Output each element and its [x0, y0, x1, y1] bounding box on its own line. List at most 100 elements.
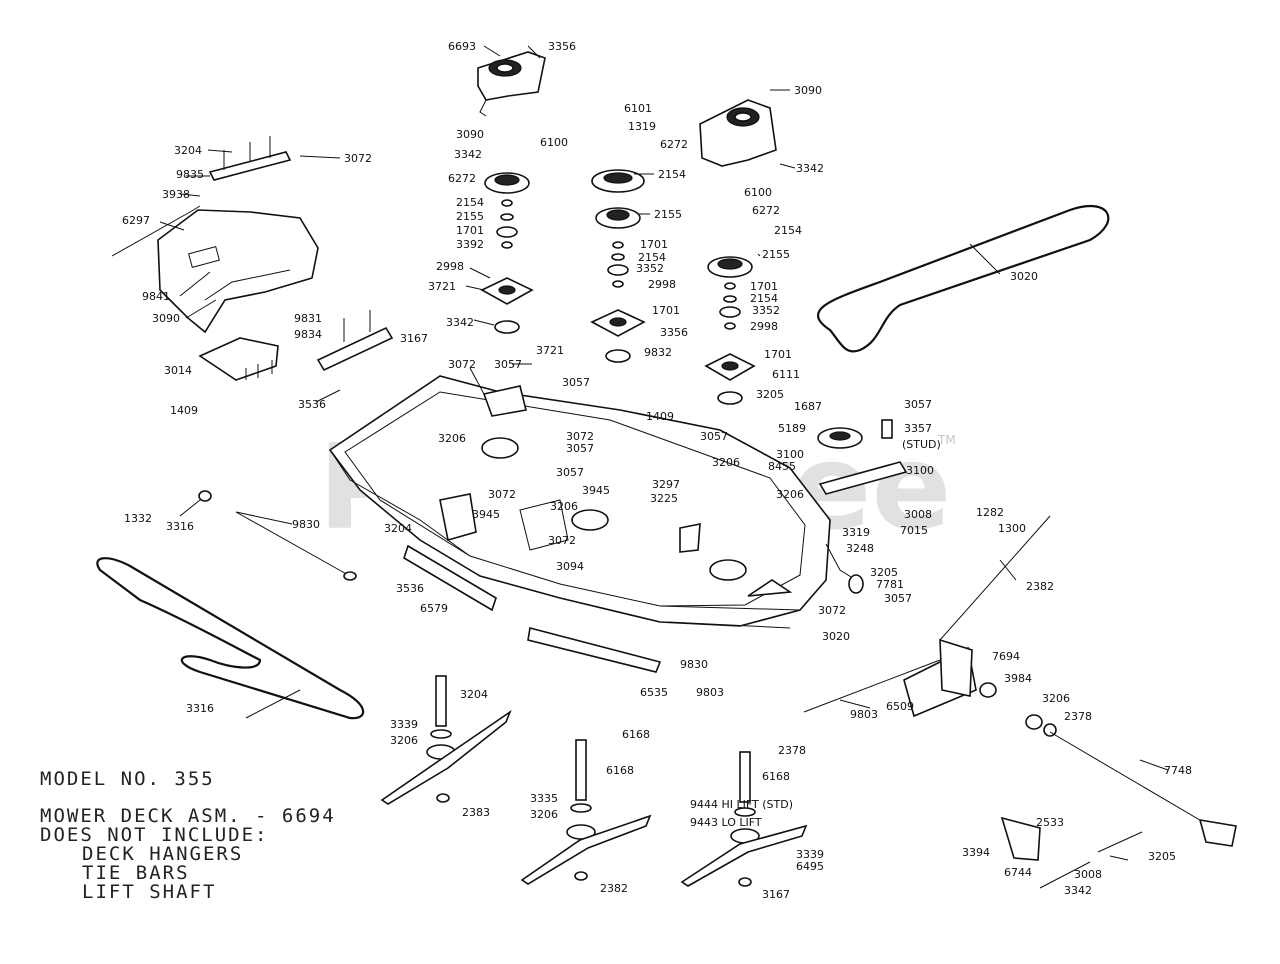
hanger-9830-right: [527, 627, 662, 673]
callout-label: 6509: [886, 700, 914, 713]
callout-label: 3536: [396, 582, 424, 595]
callout-label: 2382: [600, 882, 628, 895]
callout-label: 1701: [456, 224, 484, 237]
deflector-bracket-9835: [208, 136, 292, 181]
hanger-9830-left: [403, 544, 497, 612]
callout-label: 6168: [606, 764, 634, 777]
callout-label: 7781: [876, 578, 904, 591]
callout-label: 3167: [400, 332, 428, 345]
callout-label: 3072: [818, 604, 846, 617]
callout-label: 1319: [628, 120, 656, 133]
callout-label: 6100: [744, 186, 772, 199]
callout-label: 1701: [750, 280, 778, 293]
callout-label: 3057: [700, 430, 728, 443]
callout-label: 3090: [456, 128, 484, 141]
callout-label: 6579: [420, 602, 448, 615]
callout-label: 9841: [142, 290, 170, 303]
callout-label: 3057: [556, 466, 584, 479]
callout-label: 2998: [750, 320, 778, 333]
callout-label: 3352: [636, 262, 664, 275]
callout-label: 9443 LO LIFT: [690, 816, 762, 829]
callout-label: 3205: [756, 388, 784, 401]
callout-labels: 6693 3356 3090 3342 6100 3204 3072 9835 …: [122, 40, 1192, 901]
callout-label: 1300: [998, 522, 1026, 535]
callout-label: 3205: [1148, 850, 1176, 863]
callout-label: 2378: [778, 744, 806, 757]
callout-label: 9830: [680, 658, 708, 671]
callout-label: 3008: [1074, 868, 1102, 881]
callout-label: 3057: [494, 358, 522, 371]
callout-label: 3204: [460, 688, 488, 701]
deck-belt-6111: [816, 204, 1110, 353]
callout-label: 3167: [762, 888, 790, 901]
callout-label: 3057: [566, 442, 594, 455]
callout-label: 3392: [456, 238, 484, 251]
excludes-title: DOES NOT INCLUDE:: [40, 824, 269, 846]
callout-label: 6168: [762, 770, 790, 783]
excluded-item: DECK HANGERS: [82, 843, 244, 865]
callout-label: 3342: [796, 162, 824, 175]
callout-label: 3206: [390, 734, 418, 747]
right-belt-cover: [699, 99, 777, 167]
callout-label: 3319: [842, 526, 870, 539]
washer-3094: [198, 490, 212, 502]
callout-label: 9832: [644, 346, 672, 359]
callout-label: 3225: [650, 492, 678, 505]
callout-label: 3339: [796, 848, 824, 861]
callout-label: 3394: [962, 846, 990, 859]
callout-label: 2998: [436, 260, 464, 273]
callout-label: 7694: [992, 650, 1020, 663]
callout-label: 3721: [536, 344, 564, 357]
callout-label: 6272: [660, 138, 688, 151]
callout-label: 2154: [638, 251, 666, 264]
blade-assembly-center: [520, 739, 652, 885]
callout-label: 2383: [462, 806, 490, 819]
blade-assembly-right: [680, 751, 808, 887]
callout-label: 3072: [488, 488, 516, 501]
callout-label: 2378: [1064, 710, 1092, 723]
callout-label: 3356: [660, 326, 688, 339]
callout-label: 3984: [1004, 672, 1032, 685]
callout-label: 3339: [390, 718, 418, 731]
excluded-item: TIE BARS: [82, 862, 190, 884]
callout-label: 3100: [906, 464, 934, 477]
callout-label: 3206: [550, 500, 578, 513]
bracket-9831: [316, 310, 394, 372]
callout-label: 3316: [166, 520, 194, 533]
callout-label: 9444 HI LIFT (STD): [690, 798, 793, 811]
callout-label: 7015: [900, 524, 928, 537]
callout-label: 1687: [794, 400, 822, 413]
model-number: MODEL NO. 355: [40, 768, 215, 790]
callout-label: 1409: [170, 404, 198, 417]
deck-notes: MODEL NO. 355 MOWER DECK ASM. - 6694 DOE…: [40, 770, 336, 902]
right-spindle-stack: [704, 256, 756, 405]
callout-label: 9830: [292, 518, 320, 531]
callout-label: 3357: [904, 422, 932, 435]
callout-label: 3342: [454, 148, 482, 161]
callout-label: 3721: [428, 280, 456, 293]
callout-label: 6744: [1004, 866, 1032, 879]
callout-label: 3536: [298, 398, 326, 411]
callout-label: 3206: [1042, 692, 1070, 705]
callout-label: 8455: [768, 460, 796, 473]
callout-label: 9834: [294, 328, 322, 341]
callout-label: 9803: [850, 708, 878, 721]
callout-label: 3057: [562, 376, 590, 389]
callout-label: 1332: [124, 512, 152, 525]
callout-label: 2154: [750, 292, 778, 305]
callout-label: 3100: [776, 448, 804, 461]
callout-label: 2533: [1036, 816, 1064, 829]
callout-label: 5189: [778, 422, 806, 435]
callout-label: 3072: [548, 534, 576, 547]
callout-label: 3342: [1064, 884, 1092, 897]
callout-label: 3206: [530, 808, 558, 821]
callout-label: 3352: [752, 304, 780, 317]
callout-label: 3090: [794, 84, 822, 97]
leader-lines: [159, 45, 1169, 861]
callout-label: 3072: [448, 358, 476, 371]
drive-belt-1300: [96, 557, 365, 720]
callout-label: 3204: [174, 144, 202, 157]
callout-label: 3356: [548, 40, 576, 53]
